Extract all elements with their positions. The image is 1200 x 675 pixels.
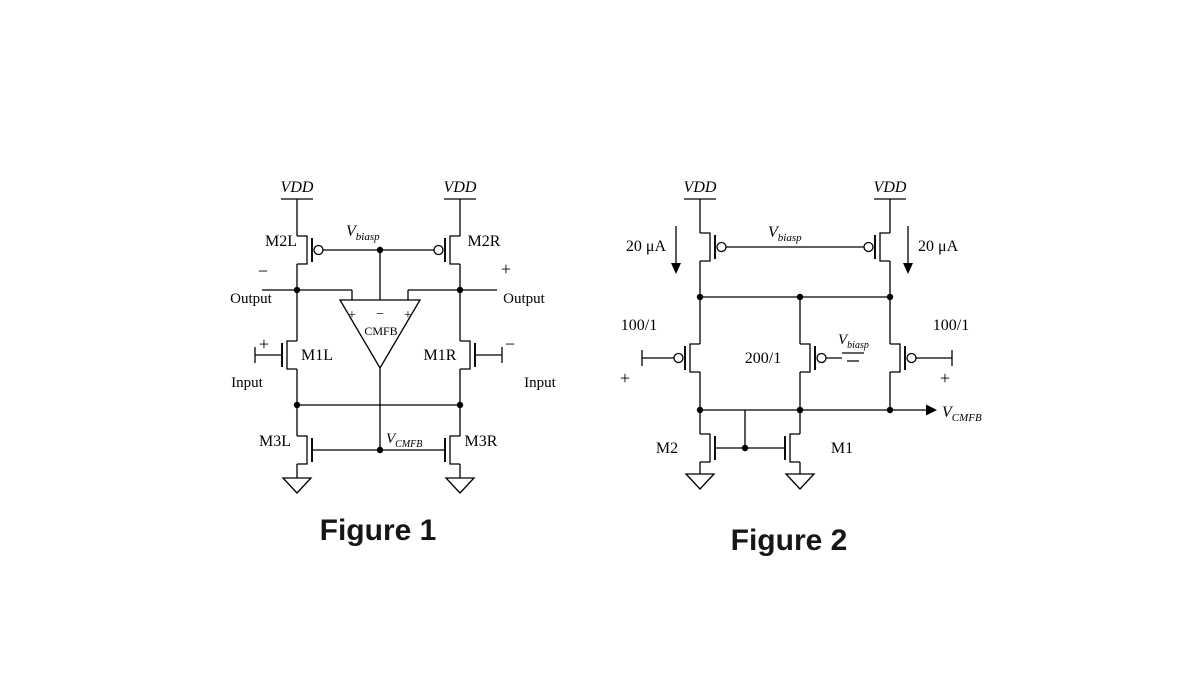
junction-dot (293, 286, 301, 294)
output-right-label: Output (503, 291, 546, 307)
transistor-label-m1: M1 (831, 440, 853, 457)
vcmfb-output-label: VCMFB (942, 404, 982, 424)
figure-1-caption: Figure 1 (320, 514, 437, 547)
transistor-label-m2: M2 (656, 440, 678, 457)
junction-dot (696, 293, 704, 301)
pmos-bubble-top-left (716, 241, 727, 253)
current-label-left: 20 μA (626, 238, 667, 255)
input-left-label: Input (231, 375, 263, 391)
pmos-bubble-m2r (433, 244, 444, 256)
junction-dot (293, 401, 301, 409)
vbiasp-top-base: V (768, 224, 780, 241)
vdd-label-right: VDD (874, 179, 907, 196)
junction-dot (796, 406, 804, 414)
vbiasp-base: V (346, 223, 358, 240)
input-right-label: Input (524, 375, 556, 391)
figure-2-schematic: VDD VDD 20 μA 20 μA Vbiasp 100/1 100/1 2… (620, 179, 982, 557)
junction-dot (696, 406, 704, 414)
pmos-bubble-m2l (313, 244, 324, 256)
fig2-gate-bars (684, 235, 906, 460)
input-plus-right: + (940, 368, 950, 388)
junction-dot (886, 293, 894, 301)
vcmfb-output-sub: CMFB (952, 412, 982, 424)
output-left-label: Output (230, 291, 273, 307)
vdd-label-right: VDD (444, 179, 477, 196)
pmos-bubble-mid-left (673, 352, 684, 364)
pmos-bubble-top-right (863, 241, 874, 253)
vbiasp-ref-label: Vbiasp (838, 332, 869, 351)
fig2-ground-symbols (684, 473, 816, 490)
pmos-bubble-mid-center (816, 352, 827, 364)
input-right-sign: − (505, 334, 515, 354)
current-label-right: 20 μA (918, 238, 959, 255)
size-label-right: 100/1 (933, 317, 969, 334)
fig1-junction-dots (293, 246, 464, 454)
cmfb-amp-label: CMFB (364, 324, 397, 338)
input-plus-left: + (620, 368, 630, 388)
size-label-left: 100/1 (621, 317, 657, 334)
transistor-label-m2r: M2R (468, 233, 501, 250)
cmfb-amplifier-body (338, 299, 422, 370)
vbiasp-ref-sub: biasp (847, 340, 869, 351)
transistor-label-m3l: M3L (259, 433, 291, 450)
vdd-label-left: VDD (684, 179, 717, 196)
vcmfb-base: V (386, 431, 397, 447)
junction-dot (376, 446, 384, 454)
vcmfb-output-base: V (942, 404, 954, 421)
output-left-sign: − (258, 261, 268, 281)
fig1-ground-symbols (281, 477, 476, 494)
transistor-label-m2l: M2L (265, 233, 297, 250)
vbiasp-ref-base: V (838, 332, 849, 348)
input-left-sign: + (259, 334, 269, 354)
vcmfb-arrowhead (926, 404, 937, 416)
junction-dot (456, 286, 464, 294)
current-arrowhead-right (903, 263, 913, 274)
cmfb-input-minus: − (376, 307, 384, 322)
vbiasp-top-label: Vbiasp (768, 224, 802, 244)
output-right-sign: + (501, 259, 511, 279)
fig1-gate-bars (281, 238, 476, 462)
junction-dot (886, 406, 894, 414)
vdd-label-left: VDD (281, 179, 314, 196)
vcmfb-sub: CMFB (395, 439, 422, 450)
junction-dot (741, 444, 749, 452)
vbiasp-top-sub: biasp (778, 232, 802, 244)
cmfb-input-plus-right: + (404, 308, 412, 323)
cmfb-input-plus-left: + (348, 308, 356, 323)
junction-dot (456, 401, 464, 409)
current-arrowhead-left (671, 263, 681, 274)
junction-dot (376, 246, 384, 254)
pmos-bubble-mid-right (906, 352, 917, 364)
transistor-label-m3r: M3R (465, 433, 498, 450)
size-label-middle: 200/1 (745, 350, 781, 367)
fig2-junction-dots (696, 293, 894, 452)
vcmfb-label: VCMFB (386, 431, 422, 450)
figure-1-schematic: VDD VDD M2L M2R Vbiasp − Output + Output… (230, 179, 556, 547)
transistor-label-m1l: M1L (301, 347, 333, 364)
fig2-wires (641, 198, 953, 474)
figure-2-caption: Figure 2 (731, 524, 848, 557)
vbiasp-sub: biasp (356, 231, 380, 243)
vbiasp-label: Vbiasp (346, 223, 380, 243)
junction-dot (796, 293, 804, 301)
transistor-label-m1r: M1R (424, 347, 457, 364)
